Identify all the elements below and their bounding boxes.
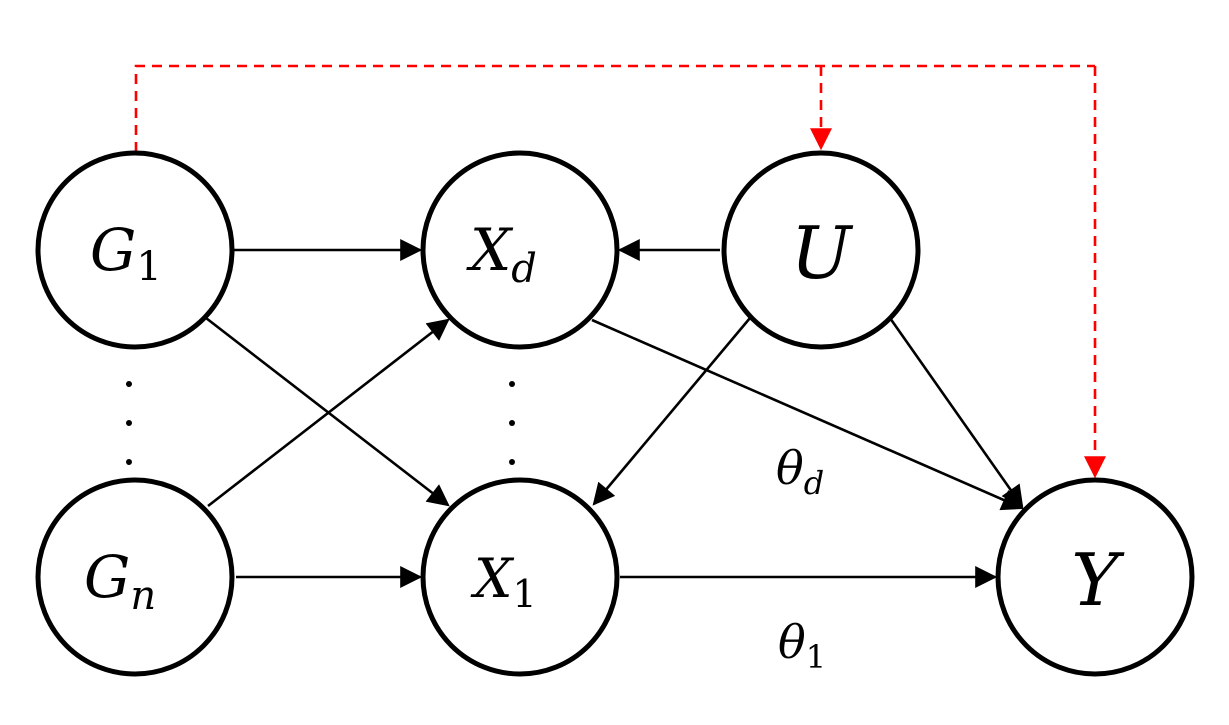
node-x1-letter: X [470,547,515,610]
edge-u-x1 [592,317,751,506]
edge-gn-xd [207,318,450,508]
node-x1-subscript: 1 [512,572,536,616]
node-y-letter: Y [1071,538,1125,622]
svg-text:Gn: Gn [84,543,156,619]
node-x1: X1 [420,477,620,677]
svg-text:θd: θd [776,441,824,502]
edge-xd-y [591,318,1025,511]
svg-text:X1: X1 [470,547,537,616]
node-gn: Gn [35,477,235,677]
node-u: U [721,150,921,350]
node-xd-subscript: d [511,246,537,292]
node-g1-subscript: 1 [136,244,161,290]
node-gn-subscript: n [130,573,156,619]
node-y: Y [995,477,1195,677]
ellipsis-left [126,381,132,465]
theta-d-subscript: d [804,464,824,502]
node-u-letter: U [791,211,854,295]
node-xd: Xd [420,150,620,350]
ellipsis-middle [509,381,515,465]
edge-label-theta-d: θd [776,441,824,502]
svg-text:Xd: Xd [466,216,537,292]
svg-text:G1: G1 [90,216,162,290]
dashed-edge-g1-top [134,64,1095,152]
node-g1-letter: G [90,216,136,284]
edge-label-theta-1: θ1 [778,615,826,676]
edge-g1-x1 [205,316,450,507]
theta-d-symbol: θ [776,441,804,495]
node-gn-letter: G [84,543,130,611]
theta-1-symbol: θ [778,615,806,669]
svg-text:θ1: θ1 [778,615,826,676]
node-g1: G1 [35,150,235,350]
theta-1-subscript: 1 [806,638,826,676]
node-xd-letter: X [466,216,514,284]
solid-edges [205,239,1025,588]
dashed-edges [134,64,1106,479]
edge-u-y [888,317,1024,508]
